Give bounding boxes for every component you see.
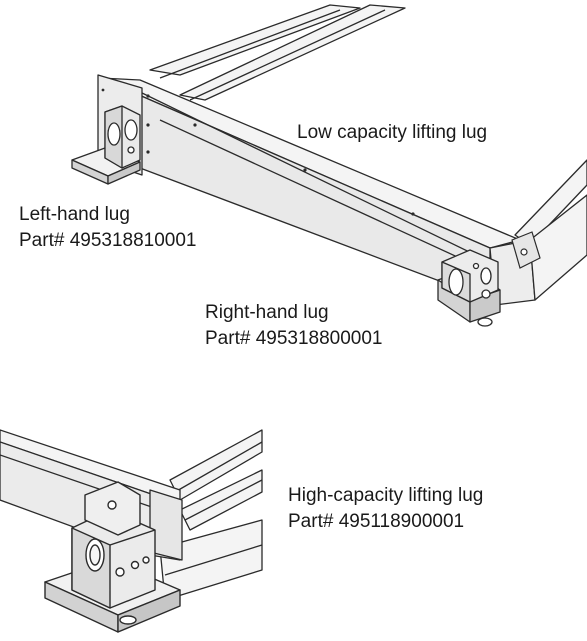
right-hand-part-number: Part# 495318800001 bbox=[205, 328, 383, 349]
left-hand-part-number: Part# 495318810001 bbox=[19, 230, 197, 251]
right-hand-label: Right-hand lug Part# 495318800001 bbox=[205, 300, 383, 352]
left-hand-lug bbox=[71, 105, 141, 185]
right-hand-title: Right-hand lug bbox=[205, 302, 329, 323]
right-hand-lug bbox=[437, 249, 501, 327]
high-capacity-lug bbox=[44, 481, 181, 633]
left-hand-label: Left-hand lug Part# 495318810001 bbox=[19, 202, 197, 254]
low-capacity-title: Low capacity lifting lug bbox=[297, 122, 488, 143]
far-right-bracket bbox=[511, 231, 541, 269]
hc-rail-mid bbox=[179, 469, 263, 531]
low-capacity-label: Low capacity lifting lug bbox=[297, 120, 487, 146]
high-capacity-label: High-capacity lifting lug Part# 49511890… bbox=[288, 483, 483, 535]
frame-illustration-top bbox=[71, 4, 587, 327]
right-side-beam bbox=[529, 194, 587, 301]
left-hand-title: Left-hand lug bbox=[19, 204, 130, 225]
high-capacity-title: High-capacity lifting lug bbox=[288, 485, 484, 506]
high-capacity-part-number: Part# 495118900001 bbox=[288, 511, 465, 532]
beam-rivets bbox=[101, 88, 415, 216]
